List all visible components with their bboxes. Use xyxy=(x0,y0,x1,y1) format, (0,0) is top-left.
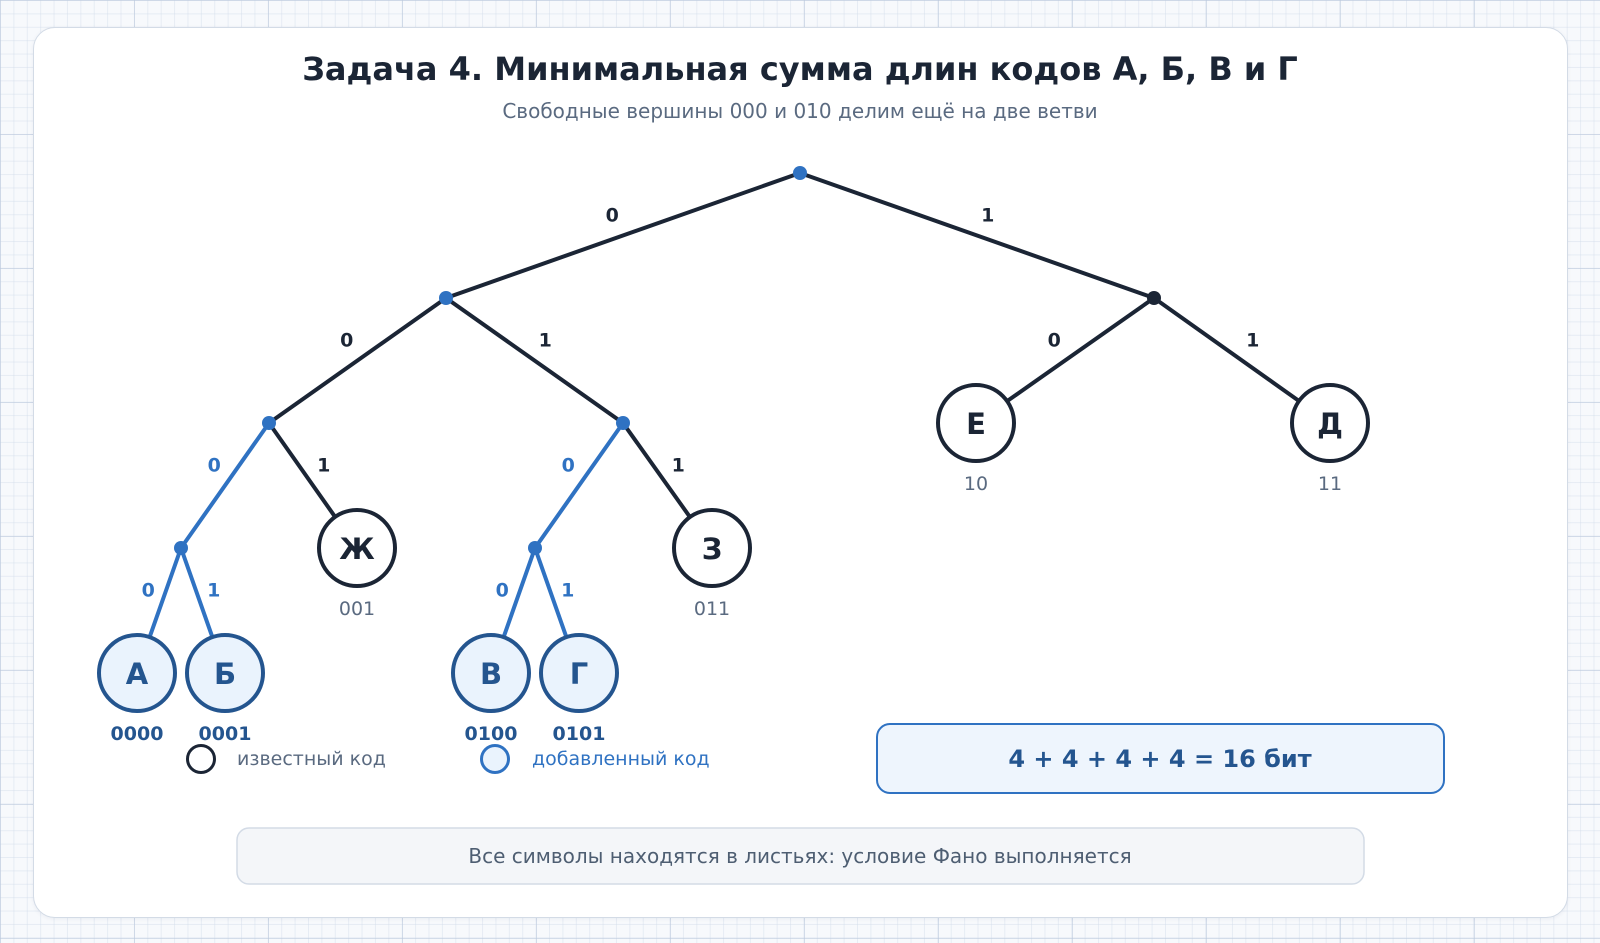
diagram-title: Задача 4. Минимальная сумма длин кодов А… xyxy=(302,50,1298,88)
leaf-node-Z xyxy=(672,508,752,588)
leaf-letter-Zh: Ж xyxy=(339,532,375,566)
edge-label-n0-n00: 0 xyxy=(340,330,353,352)
edge-label-n010-V: 0 xyxy=(496,580,509,602)
leaf-letter-B: Б xyxy=(214,657,236,691)
edge-n010-V xyxy=(501,546,537,640)
leaf-node-Zh xyxy=(317,508,397,588)
leaf-letter-Z: З xyxy=(702,532,723,566)
edge-label-n010-G: 1 xyxy=(561,580,574,602)
leaf-node-E xyxy=(936,383,1016,463)
leaf-node-V xyxy=(451,633,531,713)
internal-node-n000 xyxy=(174,541,188,555)
fano-note-frame xyxy=(236,827,1365,885)
sum-box-frame xyxy=(876,723,1445,794)
edge-n000-B xyxy=(179,546,215,640)
internal-node-n1 xyxy=(1147,291,1161,305)
fano-note-text: Все символы находятся в листьях: условие… xyxy=(468,844,1131,868)
edge-label-n1-D: 1 xyxy=(1246,330,1259,352)
leaf-letter-V: В xyxy=(480,657,502,691)
internal-node-n00 xyxy=(262,416,276,430)
edge-n01-n010 xyxy=(533,421,625,550)
leaf-node-D xyxy=(1290,383,1370,463)
edge-label-n01-n010: 0 xyxy=(562,455,575,477)
legend: известный код добавленный код xyxy=(186,744,710,774)
edge-n0-n00 xyxy=(267,296,448,425)
leaf-node-B xyxy=(185,633,265,713)
leaf-code-Z: 011 xyxy=(694,598,730,620)
edge-label-n00-n000: 0 xyxy=(208,455,221,477)
leaf-letter-A: А xyxy=(126,657,149,691)
leaf-code-B: 0001 xyxy=(199,723,252,745)
leaf-letter-E: Е xyxy=(966,407,986,441)
leaf-code-G: 0101 xyxy=(553,723,606,745)
internal-node-root xyxy=(793,166,807,180)
diagram-subtitle: Свободные вершины 000 и 010 делим ещё на… xyxy=(502,99,1097,123)
edge-label-n1-E: 0 xyxy=(1048,330,1061,352)
internal-node-n0 xyxy=(439,291,453,305)
edge-root-n1 xyxy=(798,171,1156,300)
edge-n0-n01 xyxy=(444,296,625,425)
leaf-letter-G: Г xyxy=(570,657,588,691)
legend-known-label: известный код xyxy=(237,748,386,770)
edge-label-n01-Z: 1 xyxy=(672,455,685,477)
legend-added-label: добавленный код xyxy=(532,748,710,770)
sum-box: 4 + 4 + 4 + 4 = 16 бит xyxy=(876,723,1445,794)
edge-n1-D xyxy=(1152,296,1302,403)
leaf-code-Zh: 001 xyxy=(339,598,375,620)
sum-box-text: 4 + 4 + 4 + 4 = 16 бит xyxy=(1008,745,1311,773)
leaf-code-E: 10 xyxy=(964,473,988,495)
edge-n1-E xyxy=(1005,296,1156,404)
leaf-node-G xyxy=(539,633,619,713)
edge-n00-Zh xyxy=(267,421,338,519)
edge-label-n00-Zh: 1 xyxy=(317,455,330,477)
leaf-node-A xyxy=(97,633,177,713)
edge-label-n000-A: 0 xyxy=(142,580,155,602)
fano-note: Все символы находятся в листьях: условие… xyxy=(236,827,1365,885)
leaf-code-D: 11 xyxy=(1318,473,1342,495)
edge-n000-A xyxy=(147,546,183,640)
leaf-code-A: 0000 xyxy=(111,723,164,745)
leaf-code-V: 0100 xyxy=(465,723,518,745)
internal-node-n010 xyxy=(528,541,542,555)
edge-label-n000-B: 1 xyxy=(207,580,220,602)
edge-label-n0-n01: 1 xyxy=(539,330,552,352)
legend-added-swatch xyxy=(480,744,510,774)
edge-label-root-n0: 0 xyxy=(606,205,619,227)
edge-root-n0 xyxy=(444,171,802,300)
legend-known-swatch xyxy=(186,744,216,774)
internal-node-n01 xyxy=(616,416,630,430)
edge-n00-n000 xyxy=(179,421,271,550)
edge-n010-G xyxy=(533,546,569,640)
leaf-letter-D: Д xyxy=(1317,407,1343,441)
edge-n01-Z xyxy=(621,421,692,520)
edge-label-root-n1: 1 xyxy=(981,205,994,227)
